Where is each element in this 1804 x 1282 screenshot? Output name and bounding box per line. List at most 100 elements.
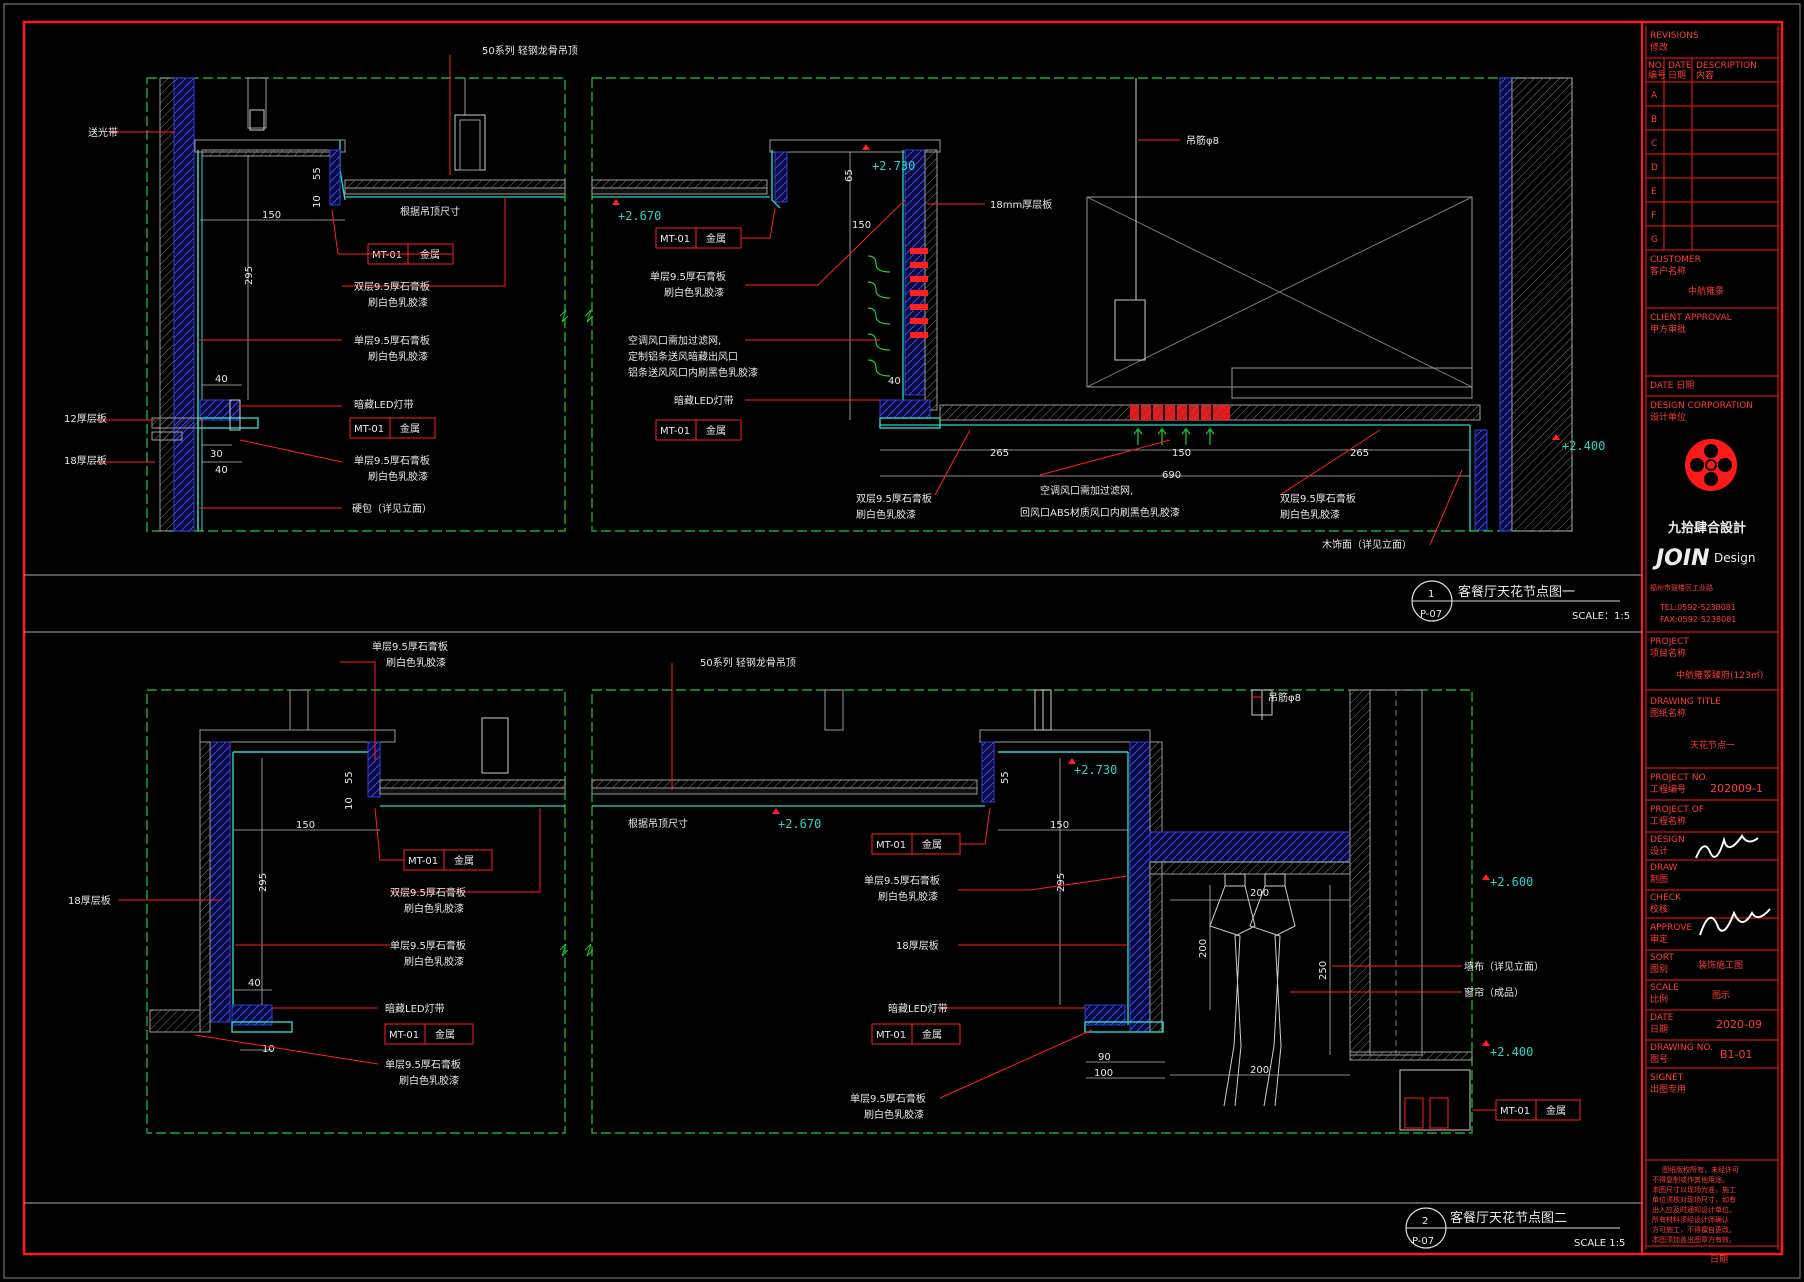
label-paint: 刷白色乳胶漆 bbox=[664, 286, 724, 299]
dim-40b: 40 bbox=[215, 465, 228, 476]
label-ceiling-plane: 根据吊顶尺寸 bbox=[400, 205, 460, 218]
dim-265-a: 265 bbox=[990, 448, 1009, 459]
date-value: 2020-09 bbox=[1716, 1018, 1762, 1031]
dim-295-right: 295 bbox=[1056, 873, 1067, 892]
label-gypsum-double-b: 双层9.5厚石膏板 bbox=[1280, 492, 1356, 505]
label-gypsum-single: 单层9.5厚石膏板 bbox=[354, 454, 430, 467]
project-no-value: 202009-1 bbox=[1710, 782, 1763, 795]
svg-text:DESCRIPTION: DESCRIPTION bbox=[1696, 61, 1757, 71]
dim-30: 30 bbox=[210, 449, 223, 460]
svg-text:F: F bbox=[1651, 211, 1656, 221]
label-gypsum-single-right: 单层9.5厚石膏板 bbox=[864, 874, 940, 887]
svg-text:甲方审批: 甲方审批 bbox=[1650, 323, 1686, 335]
svg-text:NO.: NO. bbox=[1648, 61, 1664, 71]
label-board18: 18厚层板 bbox=[64, 454, 107, 467]
svg-text:日期: 日期 bbox=[1668, 70, 1686, 81]
mt-tag: MT-01 金属 bbox=[384, 1023, 474, 1045]
svg-text:审定: 审定 bbox=[1650, 933, 1668, 945]
label-paint: 刷白色乳胶漆 bbox=[368, 470, 428, 483]
dim-150: 150 bbox=[262, 210, 281, 221]
detail1: 150 295 55 10 40 30 40 65 150 40 265 150… bbox=[64, 44, 1630, 622]
label-keel: 50系列 轻钢龙骨吊顶 bbox=[700, 656, 796, 669]
svg-text:金属: 金属 bbox=[922, 1028, 942, 1041]
mt-tag: MT-01 金属 bbox=[655, 419, 742, 441]
svg-text:DATE: DATE bbox=[1650, 1013, 1674, 1023]
airflow-arrows bbox=[867, 255, 891, 377]
svg-text:设计: 设计 bbox=[1650, 845, 1668, 857]
label-keel: 50系列 轻钢龙骨吊顶 bbox=[482, 44, 578, 57]
dim-55: 55 bbox=[344, 771, 355, 784]
svg-text:工程编号: 工程编号 bbox=[1650, 783, 1686, 795]
label-paint: 刷白色乳胶漆 bbox=[878, 890, 938, 903]
label-paint: 刷白色乳胶漆 bbox=[856, 508, 916, 521]
detail2-scale: SCALE 1:5 bbox=[1574, 1238, 1625, 1249]
label-ac-2: 定制铝条送风暗藏出风口 bbox=[628, 350, 738, 363]
dim-150: 150 bbox=[296, 820, 315, 831]
svg-text:MT-01: MT-01 bbox=[1500, 1106, 1530, 1117]
elev-2600: +2.600 bbox=[1490, 875, 1533, 889]
dim-150-grille: 150 bbox=[1172, 448, 1191, 459]
label-paint: 刷白色乳胶漆 bbox=[404, 902, 464, 915]
mt-tag: MT-01 金属 bbox=[655, 227, 742, 249]
svg-text:PROJECT: PROJECT bbox=[1650, 637, 1689, 647]
elev-2400: +2.400 bbox=[1490, 1045, 1533, 1059]
svg-text:出图专用: 出图专用 bbox=[1650, 1083, 1686, 1095]
label-gypsum-single-bottom: 单层9.5厚石膏板 bbox=[385, 1058, 461, 1071]
detail2-viewport-right bbox=[591, 689, 1473, 1134]
svg-text:REVISIONS: REVISIONS bbox=[1650, 31, 1699, 41]
label-gypsum-double: 双层9.5厚石膏板 bbox=[390, 886, 466, 899]
svg-text:福州市鼓楼区工业路: 福州市鼓楼区工业路 bbox=[1650, 583, 1713, 592]
label-led-right: 暗藏LED灯带 bbox=[674, 394, 734, 407]
outer-border bbox=[3, 3, 1801, 1279]
drawing-no-value: B1-01 bbox=[1720, 1048, 1753, 1061]
dim-10-bottom: 10 bbox=[262, 1044, 275, 1055]
svg-text:金属: 金属 bbox=[922, 838, 942, 851]
mt-tag: MT-01 金属 bbox=[871, 833, 961, 855]
svg-text:编号: 编号 bbox=[1648, 69, 1666, 81]
svg-text:本图须加盖出图章方有效。: 本图须加盖出图章方有效。 bbox=[1652, 1235, 1736, 1244]
break-mark bbox=[584, 943, 594, 957]
svg-text:PROJECT OF: PROJECT OF bbox=[1650, 805, 1704, 815]
svg-text:图别: 图别 bbox=[1650, 964, 1668, 975]
dim-250: 250 bbox=[1318, 961, 1329, 980]
company-logo bbox=[1685, 439, 1737, 491]
signature bbox=[1695, 834, 1771, 936]
break-mark bbox=[559, 943, 569, 957]
svg-text:金属: 金属 bbox=[435, 1028, 455, 1041]
svg-text:比例: 比例 bbox=[1650, 993, 1668, 1005]
label-ac-3: 铝条送风风口内刷黑色乳胶漆 bbox=[628, 366, 758, 379]
svg-text:MT-01: MT-01 bbox=[408, 856, 438, 867]
mt-tag: MT-01 金属 bbox=[871, 1023, 961, 1045]
svg-text:图号: 图号 bbox=[1650, 1054, 1668, 1065]
label-led-right: 暗藏LED灯带 bbox=[888, 1002, 948, 1015]
label-gypsum-single-top: 单层9.5厚石膏板 bbox=[372, 640, 448, 653]
detail2-viewport-left bbox=[146, 689, 566, 1134]
company-name: 九拾肆合設計 bbox=[1667, 520, 1746, 536]
detail2-number: 2 bbox=[1422, 1216, 1428, 1227]
label-board18mm: 18mm厚层板 bbox=[990, 198, 1052, 211]
svg-text:FAX:0592-5238081: FAX:0592-5238081 bbox=[1660, 615, 1736, 624]
titleblock-notes: 图纸版权所有，未经许可 不得复制或作其他用途。 本图尺寸以现场为准，施工 单位须… bbox=[1652, 1165, 1739, 1244]
svg-text:图纸名称: 图纸名称 bbox=[1650, 707, 1686, 719]
label-board18-right: 18厚层板 bbox=[896, 939, 939, 952]
dim-40: 40 bbox=[248, 978, 261, 989]
label-gypsum-double-a: 双层9.5厚石膏板 bbox=[856, 492, 932, 505]
dim-200-bottom: 200 bbox=[1250, 1065, 1269, 1076]
label-paint: 刷白色乳胶漆 bbox=[368, 350, 428, 363]
dim-55-right: 55 bbox=[1000, 771, 1011, 784]
svg-text:CLIENT APPROVAL: CLIENT APPROVAL bbox=[1650, 313, 1732, 323]
svg-text:日期: 日期 bbox=[1650, 1024, 1668, 1035]
dim-40: 40 bbox=[215, 374, 228, 385]
dim-295: 295 bbox=[244, 266, 255, 285]
label-board18: 18厚层板 bbox=[68, 894, 111, 907]
svg-text:图纸版权所有，未经许可: 图纸版权所有，未经许可 bbox=[1662, 1165, 1739, 1174]
dim-55: 55 bbox=[312, 167, 323, 180]
svg-text:客户名称: 客户名称 bbox=[1650, 265, 1686, 277]
dim-265-b: 265 bbox=[1350, 448, 1369, 459]
dim-200-vert: 200 bbox=[1198, 939, 1209, 958]
company-brand: JOIN bbox=[1652, 546, 1710, 571]
svg-text:A: A bbox=[1651, 91, 1658, 101]
dim-40-right: 40 bbox=[888, 376, 901, 387]
label-hanger: 吊筋φ8 bbox=[1186, 134, 1219, 147]
